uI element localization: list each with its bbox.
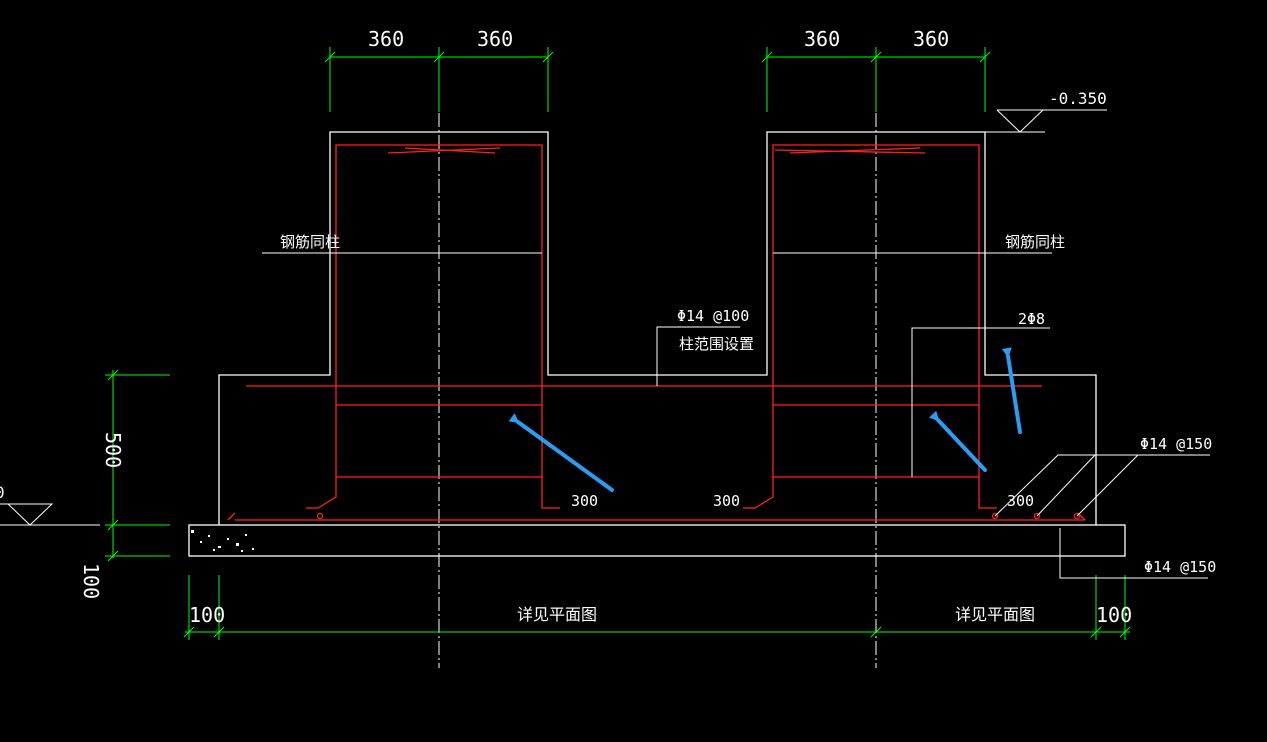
dim-bottom-right-100: 100 (1096, 603, 1132, 627)
dim-anchor-right-300: 300 (1007, 492, 1034, 510)
blinding-layer (188, 524, 1126, 557)
arrow-1 (508, 413, 614, 492)
dimension-texts: 360 360 360 360 500 100 100 100 300 300 … (79, 27, 1132, 627)
dim-anchor-left-300: 300 (571, 492, 598, 510)
bottom-bar-spec-lower: Φ14 @150 (1144, 558, 1216, 576)
dim-height-100: 100 (79, 563, 103, 599)
dim-anchor-mid-300: 300 (713, 492, 740, 510)
dim-top-left-a: 360 (368, 27, 404, 51)
dim-top-right-a: 360 (804, 27, 840, 51)
label-texts: -0.350 0 钢筋同柱 钢筋同柱 Φ14 @100 柱范围设置 2Φ8 Φ1… (0, 89, 1216, 624)
left-column-rebar (317, 144, 560, 509)
dim-top-left-b: 360 (477, 27, 513, 51)
elevation-label: -0.350 (1049, 89, 1107, 108)
annotation-arrows (508, 347, 1022, 492)
see-plan-right: 详见平面图 (955, 605, 1035, 624)
bottom-bar-spec-upper: Φ14 @150 (1140, 435, 1212, 453)
right-column-rebar (754, 144, 997, 509)
dim-top-right-b: 360 (913, 27, 949, 51)
rebar (227, 144, 1086, 521)
left-level-fragment: 0 (0, 483, 5, 502)
stirrup-spec: 2Φ8 (1018, 310, 1045, 328)
dimension-lines (105, 47, 1131, 640)
top-bar-spec: Φ14 @100 (677, 307, 749, 325)
center-lines (438, 47, 877, 668)
dim-height-500: 500 (101, 432, 125, 468)
blinding-hatch (191, 530, 254, 552)
arrow-2 (928, 410, 987, 472)
rebar-same-as-column-left: 钢筋同柱 (280, 233, 340, 251)
rebar-same-as-column-right: 钢筋同柱 (1005, 233, 1065, 251)
arrow-3 (1001, 347, 1022, 434)
see-plan-left: 详见平面图 (517, 605, 597, 624)
leader-lines (0, 109, 1210, 579)
top-bar-note: 柱范围设置 (679, 335, 754, 353)
dim-bottom-left-100: 100 (189, 603, 225, 627)
